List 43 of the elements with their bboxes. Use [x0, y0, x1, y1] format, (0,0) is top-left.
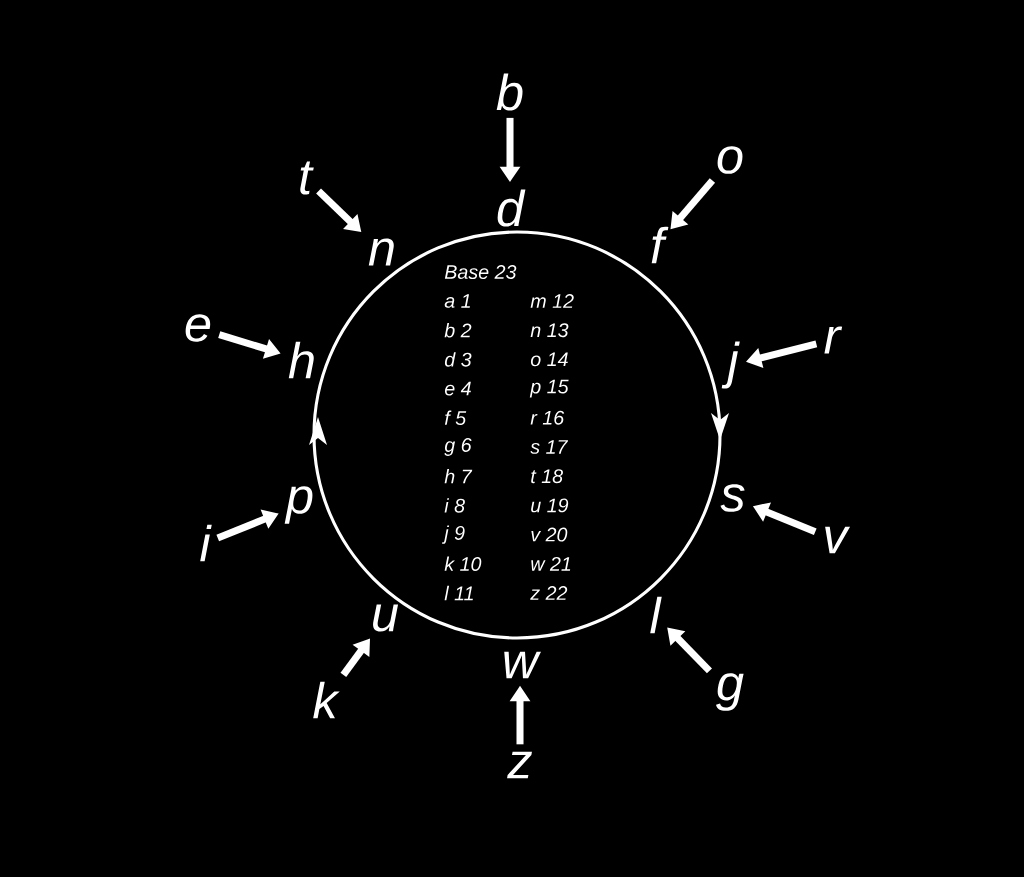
table-cell: z 22 [530, 586, 568, 600]
letter: z [507, 751, 532, 779]
table-cell: d 3 [444, 352, 472, 367]
table-cell: m 12 [530, 294, 574, 308]
table-cell: w 21 [531, 556, 571, 571]
table-cell: j 9 [442, 525, 465, 544]
table-cell: t 18 [531, 469, 563, 484]
table-cell: h 7 [444, 469, 473, 484]
table-cell: l 11 [444, 585, 473, 601]
table-cell: g 6 [444, 438, 472, 456]
letter: l [650, 596, 662, 634]
letter: i [200, 524, 212, 562]
table-cell: e 4 [444, 381, 471, 396]
letter: d [497, 189, 526, 227]
letter: p [284, 486, 313, 524]
letter: t [300, 161, 314, 195]
letter: w [504, 651, 541, 679]
letter: b [496, 73, 523, 111]
letter: u [373, 604, 399, 632]
letter: e [185, 314, 211, 342]
table-cell: o 14 [530, 352, 568, 367]
letter: k [313, 681, 340, 719]
table-cell: u 19 [531, 498, 569, 513]
letter: r [824, 326, 843, 354]
table-cell: n 13 [530, 323, 569, 338]
letter: f [651, 226, 669, 264]
table-cell: v 20 [531, 527, 568, 542]
letter: g [716, 673, 744, 711]
table-cell: r 16 [530, 410, 565, 425]
letter: s [720, 484, 745, 512]
table-cell: p 15 [529, 379, 569, 398]
table-cell: i 8 [444, 498, 465, 513]
table-cell: f 5 [444, 410, 467, 426]
letter: j [721, 341, 740, 389]
table-cell: k 10 [444, 556, 482, 572]
table-cell: b 2 [444, 322, 472, 338]
table-cell: s 17 [530, 440, 569, 454]
letter: o [717, 146, 743, 174]
letter: h [288, 341, 314, 379]
letter: v [825, 526, 851, 554]
letter: n [368, 238, 394, 266]
table-title: Base 23 [444, 265, 517, 279]
table-cell: a 1 [444, 294, 470, 308]
